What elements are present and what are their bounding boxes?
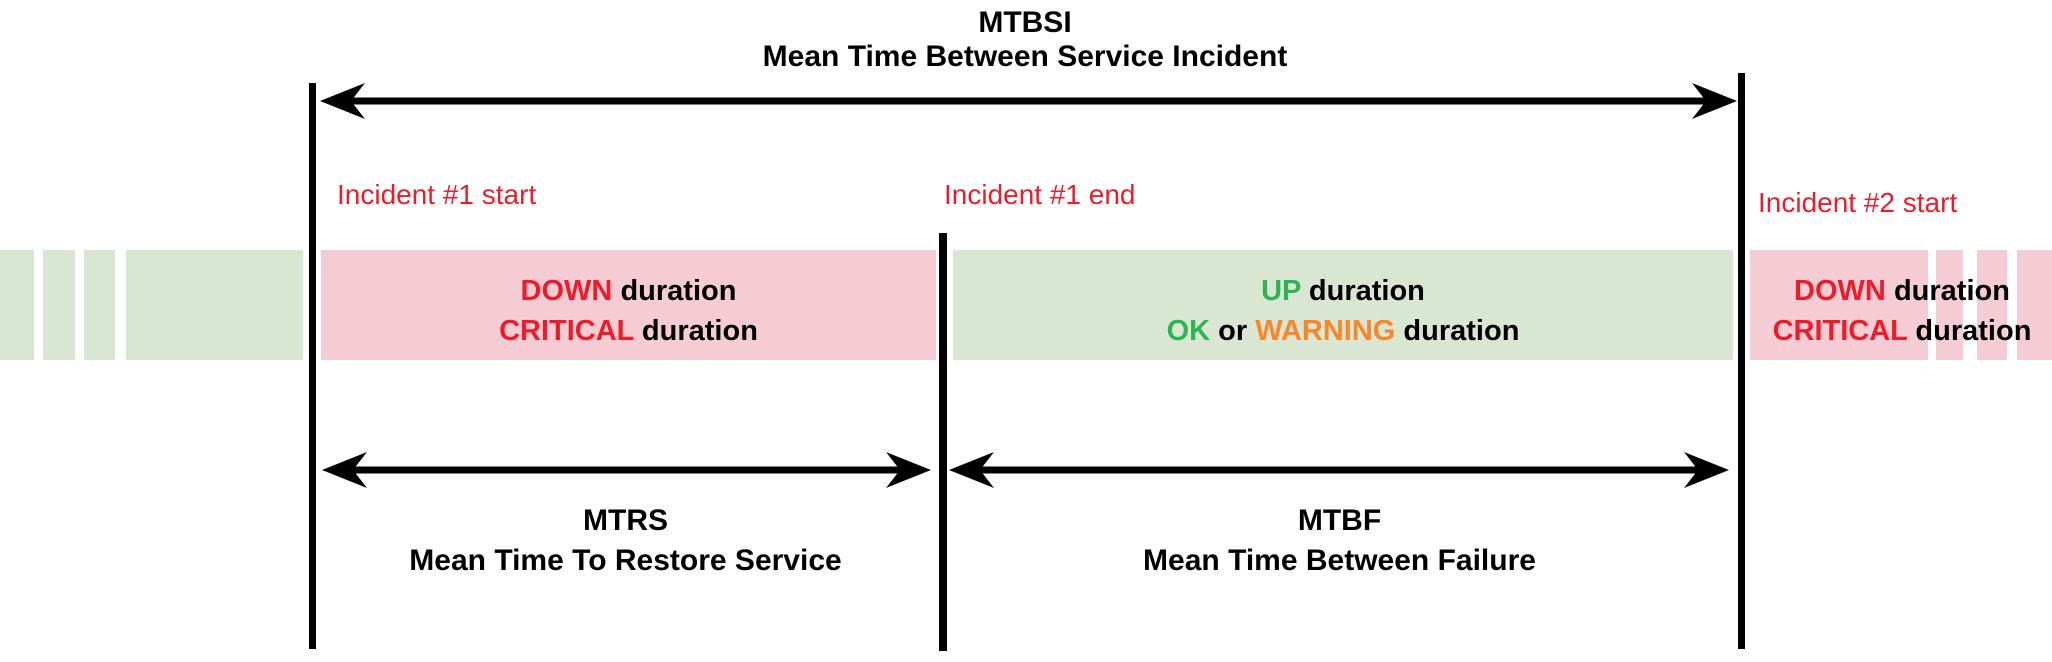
- incident2-start-bar: [1738, 73, 1745, 649]
- arrowhead-left-icon: [322, 452, 367, 488]
- arrowhead-right-icon: [886, 452, 931, 488]
- down-band-1-text: DOWN duration CRITICAL duration: [321, 250, 936, 360]
- arrowhead-right-icon: [1692, 83, 1737, 119]
- warning-state: WARNING: [1255, 315, 1396, 347]
- critical-state: CRITICAL: [1772, 315, 1908, 347]
- mtbf-full-title: Mean Time Between Failure: [1143, 544, 1536, 577]
- duration-word: duration: [1893, 275, 2010, 307]
- mtbsi-full-title: Mean Time Between Service Incident: [762, 40, 1288, 73]
- history-up-segment: [84, 250, 115, 360]
- down-band-2-segment: [2017, 250, 2052, 360]
- incident1-end-label: Incident #1 end: [944, 179, 1136, 210]
- ok-warning-duration-line: OK or WARNING duration: [1167, 311, 1520, 351]
- duration-word: duration: [641, 315, 758, 347]
- history-up-segment: [0, 250, 34, 360]
- arrowhead-left-icon: [949, 452, 994, 488]
- down-band-1: [321, 250, 936, 360]
- mtrs-full-title: Mean Time To Restore Service: [409, 544, 842, 577]
- arrowhead-left-icon: [320, 83, 365, 119]
- duration-word: duration: [620, 275, 737, 307]
- down-state: DOWN: [1794, 275, 1886, 307]
- duration-word: duration: [1915, 315, 2032, 347]
- arrowhead-right-icon: [1684, 452, 1729, 488]
- duration-word: duration: [1308, 275, 1425, 307]
- duration-word: duration: [1403, 315, 1520, 347]
- critical-state: CRITICAL: [499, 315, 634, 347]
- incident2-start-label: Incident #2 start: [1758, 187, 1958, 218]
- down-band-2-text: DOWN duration CRITICAL duration: [1752, 250, 2052, 360]
- mtbf-label: MTBF Mean Time Between Failure: [940, 501, 1739, 581]
- mtrs-arrow: [322, 452, 931, 488]
- down-band-2-segment: [1936, 250, 1963, 360]
- mtbsi-abbr: MTBSI: [978, 6, 1072, 39]
- mtbf-abbr: MTBF: [1297, 504, 1382, 537]
- down-state: DOWN: [520, 275, 613, 307]
- critical-duration-line: CRITICAL duration: [1773, 311, 2032, 351]
- down-band-2: [1750, 250, 1928, 360]
- history-up-segment: [43, 250, 75, 360]
- down-band-2-segment: [1977, 250, 2007, 360]
- mtrs-label: MTRS Mean Time To Restore Service: [311, 501, 940, 581]
- up-duration-line: UP duration: [1261, 271, 1425, 311]
- incident1-start-label: Incident #1 start: [337, 179, 537, 210]
- incident1-end-bar: [939, 233, 947, 651]
- ok-state: OK: [1166, 315, 1211, 347]
- diagram-title: MTBSI Mean Time Between Service Incident: [311, 6, 1739, 74]
- mtbsi-arrow: [320, 83, 1737, 119]
- down-duration-line: DOWN duration: [521, 271, 737, 311]
- mtbf-arrow: [949, 452, 1729, 488]
- up-state: UP: [1261, 275, 1301, 307]
- or-word: or: [1218, 315, 1248, 347]
- critical-duration-line: CRITICAL duration: [499, 311, 758, 351]
- up-band: [953, 250, 1733, 360]
- down-duration-line: DOWN duration: [1794, 271, 2010, 311]
- history-up-segment: [126, 250, 303, 360]
- mtrs-abbr: MTRS: [583, 504, 668, 537]
- up-band-text: UP duration OK or WARNING duration: [953, 250, 1733, 360]
